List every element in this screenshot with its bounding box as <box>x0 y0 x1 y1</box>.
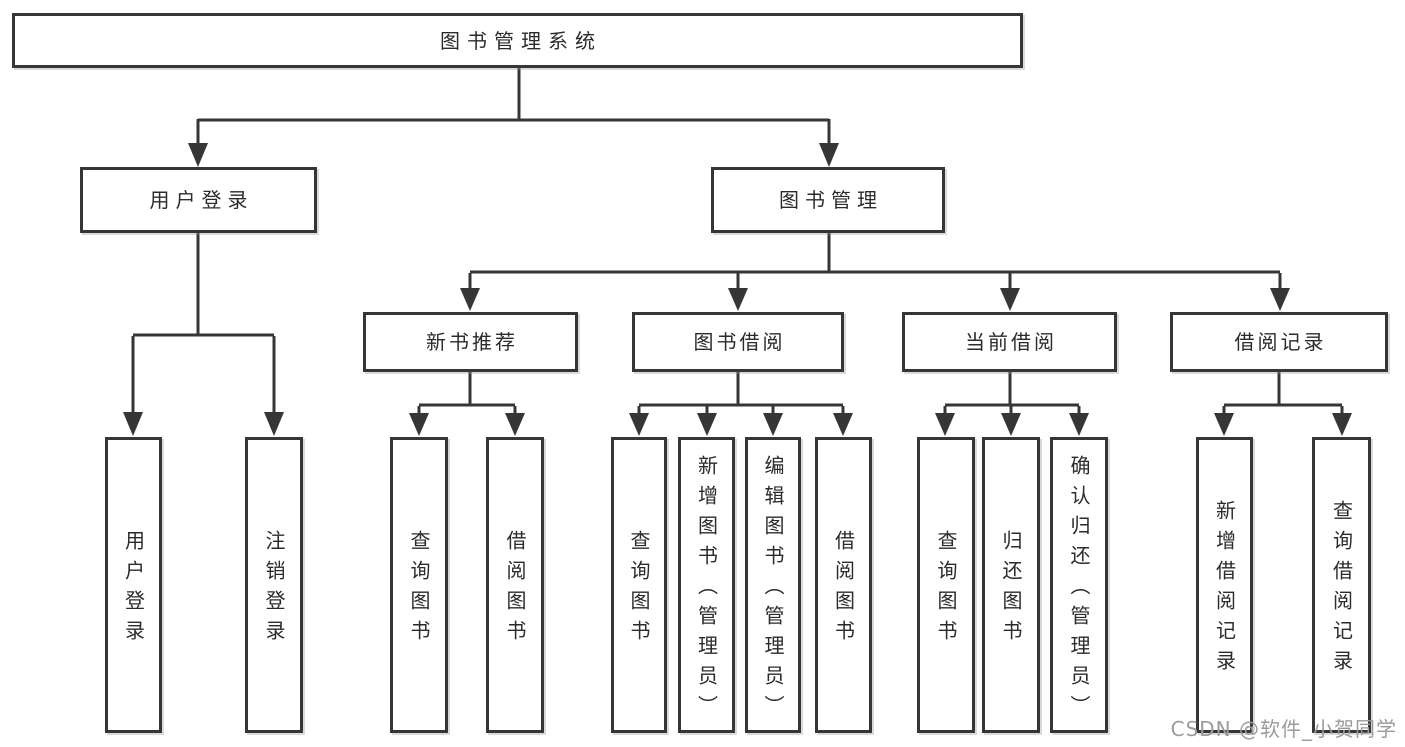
node-leaf-return-books: 归还图书 <box>982 437 1040 733</box>
csdn-watermark: CSDN @软件_小贺同学 <box>1170 717 1397 741</box>
node-leaf-add-books-admin: 新增图书（管理员） <box>678 437 735 733</box>
node-leaf-query-borrow-record: 查询借阅记录 <box>1312 437 1371 733</box>
node-library-management-system: 图书管理系统 <box>12 13 1023 68</box>
node-leaf-user-login: 用户登录 <box>105 437 162 733</box>
node-current-borrowing: 当前借阅 <box>902 312 1117 372</box>
node-label: 用户登录 <box>121 530 146 650</box>
node-label: 借阅记录 <box>1234 330 1327 354</box>
node-label: 查询图书 <box>627 530 651 650</box>
node-label: 新增借阅记录 <box>1212 500 1237 680</box>
node-label: 查询图书 <box>934 530 958 650</box>
node-new-book-recommend: 新书推荐 <box>363 312 578 372</box>
node-label: 编辑图书（管理员） <box>761 455 785 725</box>
node-label: 查询图书 <box>407 530 431 650</box>
node-label: 图书管理 <box>779 188 883 212</box>
node-book-management: 图书管理 <box>711 167 945 233</box>
node-borrowing-records: 借阅记录 <box>1170 312 1388 372</box>
node-label: 用户登录 <box>149 188 254 212</box>
node-book-borrowing: 图书借阅 <box>632 312 844 372</box>
node-leaf-logout: 注销登录 <box>245 437 303 733</box>
node-leaf-borrow-books: 借阅图书 <box>815 437 872 733</box>
node-label: 图书管理系统 <box>440 28 602 53</box>
node-label: 归还图书 <box>999 530 1023 650</box>
node-label: 新增图书（管理员） <box>694 455 719 725</box>
node-leaf-add-borrow-record: 新增借阅记录 <box>1196 437 1253 733</box>
node-label: 借阅图书 <box>831 530 856 650</box>
node-user-login: 用户登录 <box>80 167 317 233</box>
node-leaf-query-books-current: 查询图书 <box>917 437 975 733</box>
node-leaf-confirm-return-admin: 确认归还（管理员） <box>1050 437 1108 733</box>
node-leaf-query-books-recommend: 查询图书 <box>390 437 448 733</box>
node-label: 新书推荐 <box>426 330 518 354</box>
node-label: 借阅图书 <box>503 530 527 650</box>
node-label: 当前借阅 <box>965 330 1057 354</box>
node-leaf-edit-books-admin: 编辑图书（管理员） <box>745 437 801 733</box>
node-leaf-borrow-books-recommend: 借阅图书 <box>486 437 544 733</box>
node-leaf-query-books-borrowing: 查询图书 <box>611 437 667 733</box>
node-label: 确认归还（管理员） <box>1067 455 1091 725</box>
node-label: 查询借阅记录 <box>1329 500 1354 680</box>
node-label: 注销登录 <box>262 530 286 650</box>
node-label: 图书借阅 <box>693 330 786 354</box>
